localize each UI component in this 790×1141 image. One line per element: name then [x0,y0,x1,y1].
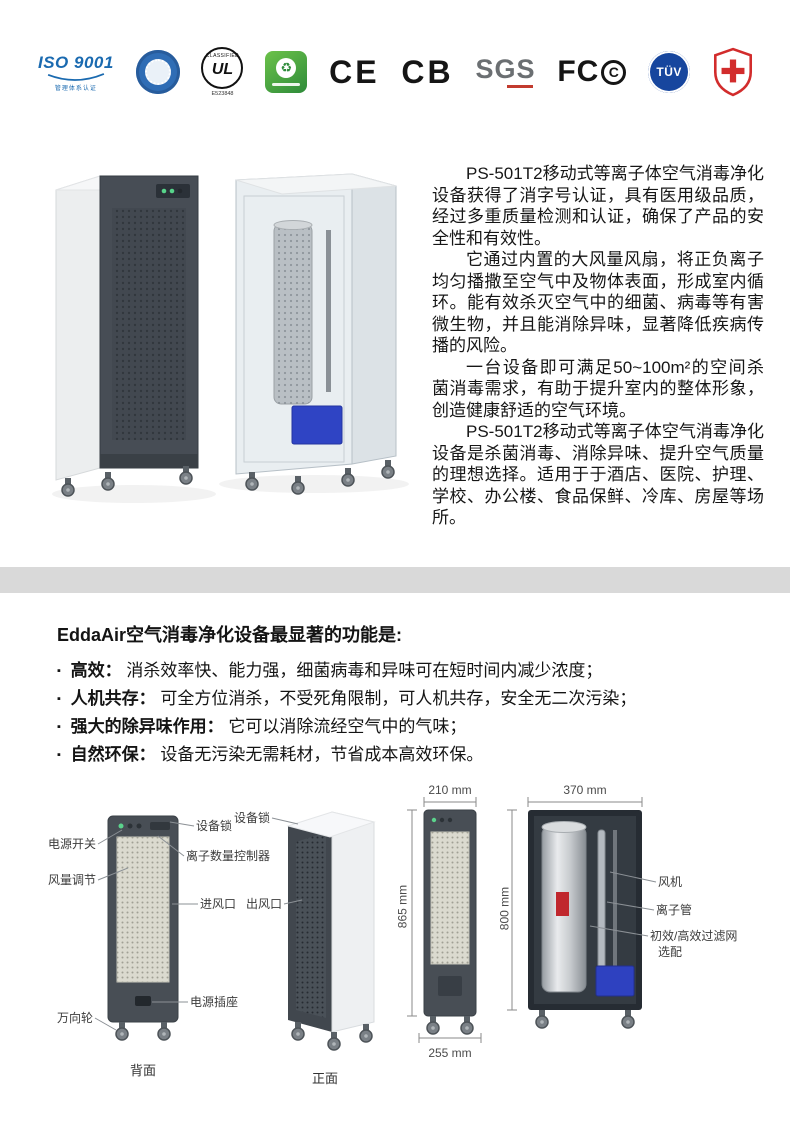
callout-lines [94,817,657,1031]
product-photos [52,173,409,503]
ul-main-text: UL [211,60,234,78]
features-title: EddaAir空气消毒净化设备最显著的功能是: [57,625,403,645]
iso9001-subtitle: 管理体系认证 [54,85,97,92]
sgs-badge: SGS [475,56,535,88]
blue-medal-badge [135,50,180,94]
fcc-mark: FC C [557,55,627,89]
callout-fan: 风机 [658,875,683,889]
feature-label: 强大的除异味作用： [70,717,224,736]
side-view-drawing [407,797,482,1043]
dimension-diagrams: 电源开关 风量调节 万向轮 设备锁 离子数量控制器 进风口 电源插座 背面 设备… [0,780,790,1125]
callout-power-switch: 电源开关 [48,837,97,851]
bullet-icon: ▪ [57,721,61,733]
fcc-fc-text: FC [557,55,600,88]
callout-air-inlet: 进风口 [200,897,237,911]
iso-swoosh-icon [47,72,105,81]
dim-width-370: 370 mm [563,783,607,797]
feature-text: 它可以消除流经空气中的气味； [228,717,467,736]
caption-back-view: 背面 [130,1063,157,1078]
product-unit-transparent [235,173,397,495]
feature-item-1: ▪ 高效： 消杀效率快、能力强，细菌病毒和异味可在短时间内减少浓度； [57,657,747,685]
callout-device-lock-front: 设备锁 [234,811,271,825]
feature-item-3: ▪ 强大的除异味作用： 它可以消除流经空气中的气味； [57,713,747,741]
feature-text: 设备无污染无需耗材，节省成本高效环保。 [160,745,484,764]
callout-device-lock-back: 设备锁 [196,819,233,833]
bullet-icon: ▪ [57,693,61,705]
callout-filter: 初效/高效过滤网 [650,929,738,943]
back-view-drawing [107,815,179,1041]
feature-label: 人机共存： [70,689,156,708]
fcc-circled-c: C [601,59,627,85]
callout-power-socket: 电源插座 [190,995,239,1009]
feature-item-2: ▪ 人机共存： 可全方位消杀，不受死角限制，可人机共存，安全无二次污染； [57,685,747,713]
feature-item-4: ▪ 自然环保： 设备无污染无需耗材，节省成本高效环保。 [57,741,747,769]
cb-text: CB [401,53,454,90]
certification-badges-row: ISO 9001 管理体系认证 CLASSIFIED UL E523848 ♻ [38,40,754,104]
ul-icon: CLASSIFIED UL [201,47,244,89]
callout-airflow-adjust: 风量调节 [48,873,97,887]
feature-text: 可全方位消杀，不受死角限制，可人机共存，安全无二次污染； [160,689,637,708]
green-cert-icon: ♻ [265,51,308,93]
callout-filter-note: 选配 [658,945,683,959]
callout-ion-tube: 离子管 [656,903,693,917]
feature-label: 高效： [70,661,122,680]
dim-base-depth: 255 mm [428,1046,472,1060]
medal-icon [135,50,180,94]
intro-paragraph-1: PS-501T2移动式等离子体空气消毒净化设备获得了消字号认证，具有医用级品质，… [432,164,764,248]
recycle-icon: ♻ [276,58,297,78]
intro-paragraph-4: PS-501T2移动式等离子体空气消毒净化设备是杀菌消毒、消除异味、提升空气质量… [432,422,764,527]
sgs-underline [507,85,534,88]
section-divider [0,567,790,593]
diagram-scene [94,797,657,1051]
green-cert-badge: ♻ [265,51,308,93]
bullet-icon: ▪ [57,749,61,761]
medal-center [144,59,171,85]
green-cert-textbar [272,83,301,86]
features-section: EddaAir空气消毒净化设备最显著的功能是: ▪ 高效： 消杀效率快、能力强，… [57,621,747,769]
intro-text: PS-501T2移动式等离子体空气消毒净化设备获得了消字号认证，具有医用级品质，… [432,163,764,529]
callout-caster: 万向轮 [57,1011,94,1025]
red-cross-shield-icon [713,47,752,97]
ul-classified-badge: CLASSIFIED UL E523848 [201,47,244,97]
dim-height-865: 865 mm [395,884,410,929]
callout-air-outlet: 出风口 [246,897,283,911]
dim-top-width: 210 mm [428,783,472,797]
bullet-icon: ▪ [57,665,61,677]
internal-view-drawing [507,797,643,1029]
product-unit-solid [55,175,199,497]
ce-text: CE [329,53,380,90]
cb-mark: CB [401,54,453,91]
intro-paragraph-3: 一台设备即可满足50~100m²的空间杀菌消毒需求，有助于提升室内的整体形象，创… [432,357,764,420]
feature-label: 自然环保： [70,745,156,764]
tuv-text: TÜV [656,65,682,79]
sgs-text: SGS [475,54,536,85]
tuv-icon: TÜV [648,51,691,93]
iso9001-badge: ISO 9001 管理体系认证 [38,53,114,92]
iso9001-text: ISO 9001 [38,52,114,72]
callout-ion-controller: 离子数量控制器 [186,849,271,863]
red-shield-badge [712,47,754,97]
ce-mark: CE [329,54,379,91]
feature-text: 消杀效率快、能力强，细菌病毒和异味可在短时间内减少浓度； [126,661,603,680]
ul-arc-text: CLASSIFIED [205,53,240,59]
tuv-badge: TÜV [648,51,691,93]
dim-height-800: 800 mm [497,886,512,931]
ul-file-number: E523848 [211,91,234,97]
caption-front-view: 正面 [312,1071,339,1086]
front-view-drawing [286,811,376,1051]
intro-paragraph-2: 它通过内置的大风量风扇，将正负离子均匀播撒至空气中及物体表面，形成室内循环。能有… [432,250,764,355]
